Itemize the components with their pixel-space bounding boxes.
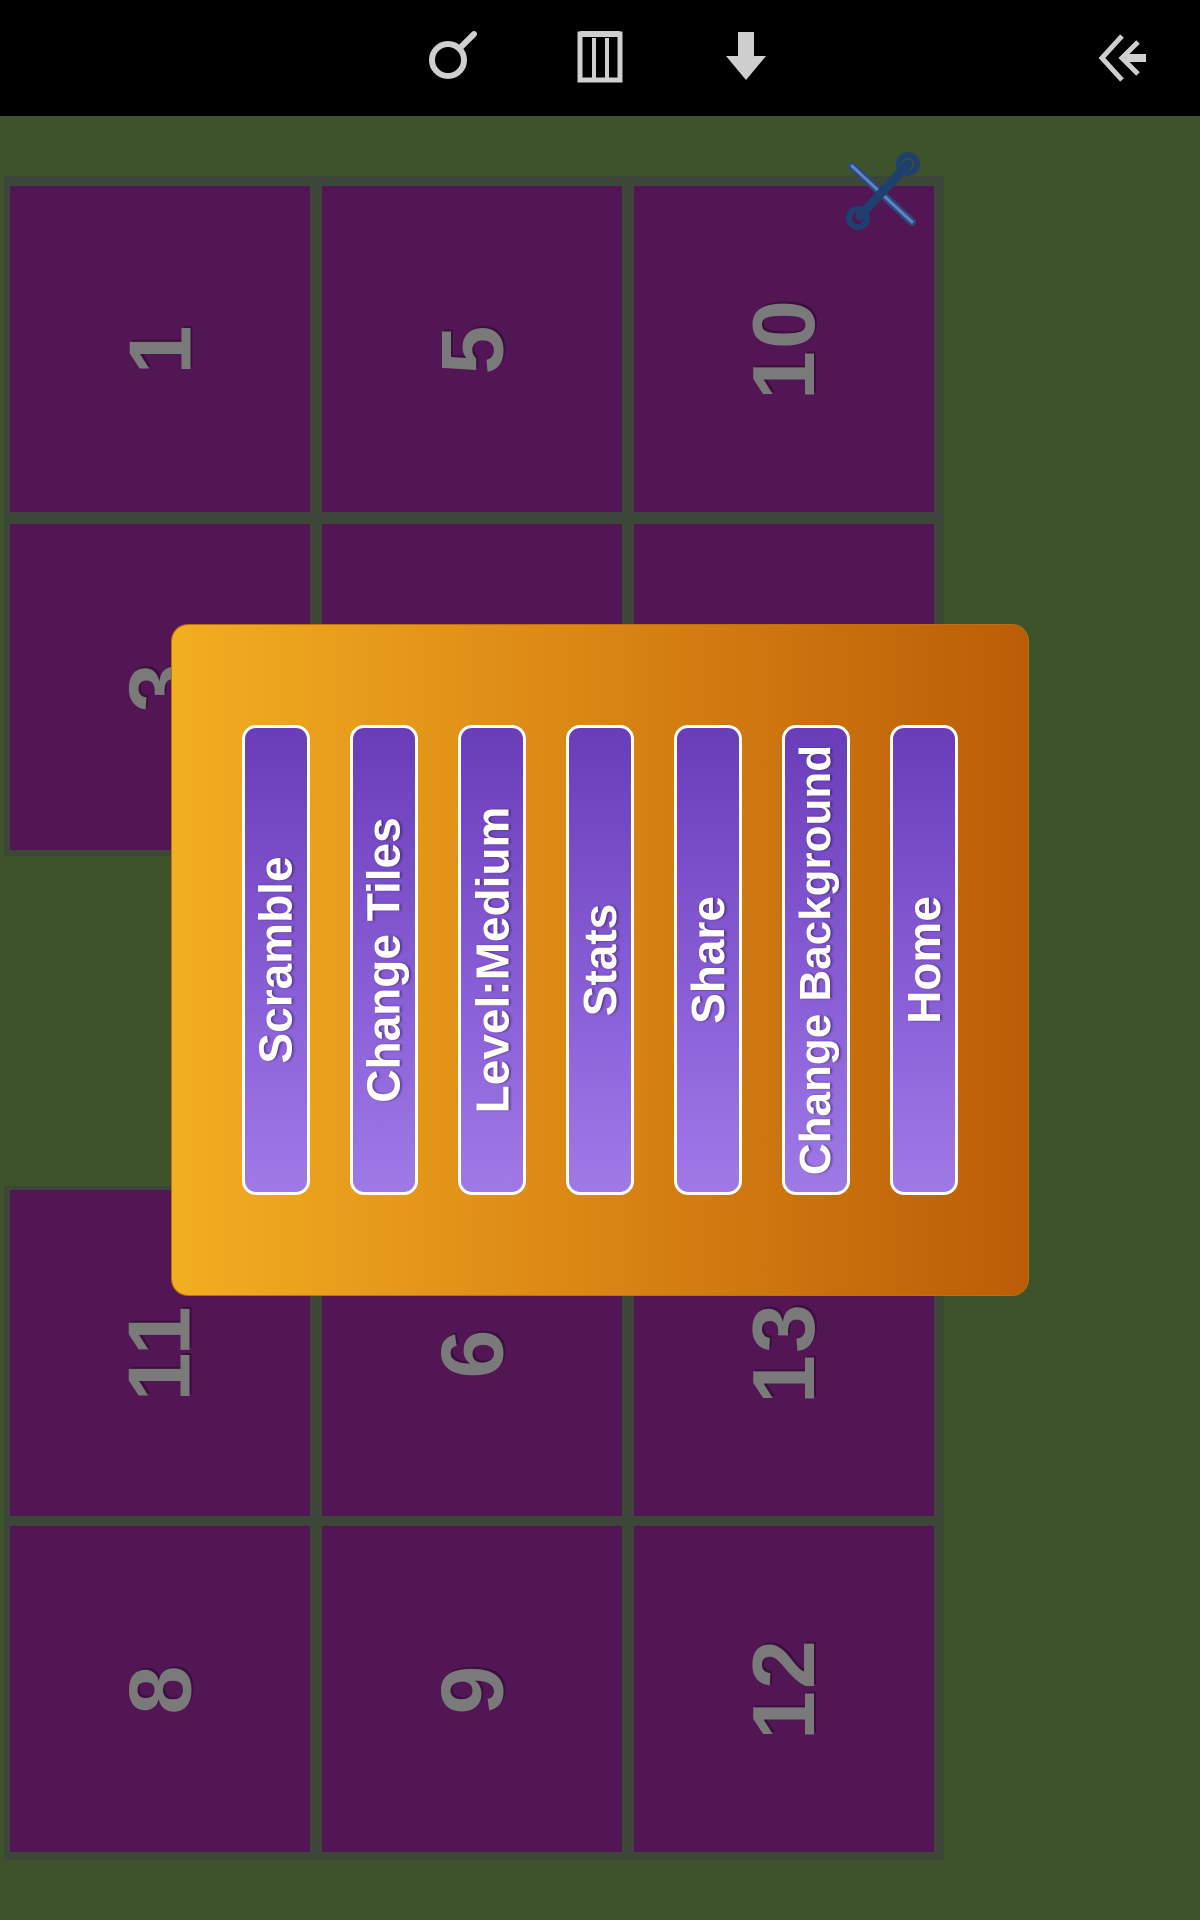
home-button[interactable]: Home [890,725,958,1195]
tile[interactable]: 5 [322,186,622,512]
tile-number: 13 [733,1302,833,1404]
tile-number: 10 [733,298,833,400]
top-toolbar [0,0,1200,116]
level-button-label: Level:Medium [466,806,519,1114]
tile-number: 12 [733,1638,833,1740]
change-background-button[interactable]: Change Background [782,725,850,1195]
change-background-button-label: Change Background [791,744,840,1176]
home-button-label: Home [898,896,950,1024]
tile[interactable]: 10 [634,186,934,512]
share-button-label: Share [682,896,735,1024]
tile[interactable]: 1 [10,186,310,512]
share-button[interactable]: Share [674,725,742,1195]
tile-number: 8 [109,1663,209,1715]
back-icon[interactable] [1092,28,1152,88]
tile-number: 1 [109,323,209,375]
change-tiles-button[interactable]: Change Tiles [350,725,418,1195]
list-icon[interactable] [570,28,630,88]
download-icon[interactable] [716,28,776,88]
scramble-button[interactable]: Scramble [242,725,310,1195]
stats-button-label: Stats [574,903,627,1017]
tile-number: 5 [421,323,521,375]
scramble-button-label: Scramble [250,856,302,1064]
game-menu-panel: Scramble Change Tiles Level:Medium Stats… [172,625,1028,1295]
tile[interactable]: 9 [322,1526,622,1852]
change-tiles-button-label: Change Tiles [358,817,410,1103]
search-icon[interactable] [422,28,482,88]
stats-button[interactable]: Stats [566,725,634,1195]
level-button[interactable]: Level:Medium [458,725,526,1195]
tile-number: 9 [421,1663,521,1715]
tile-number: 6 [421,1327,521,1379]
tile[interactable]: 8 [10,1526,310,1852]
settings-tools-icon[interactable] [842,152,922,232]
tile[interactable]: 12 [634,1526,934,1852]
tile-number: 11 [110,1304,209,1402]
